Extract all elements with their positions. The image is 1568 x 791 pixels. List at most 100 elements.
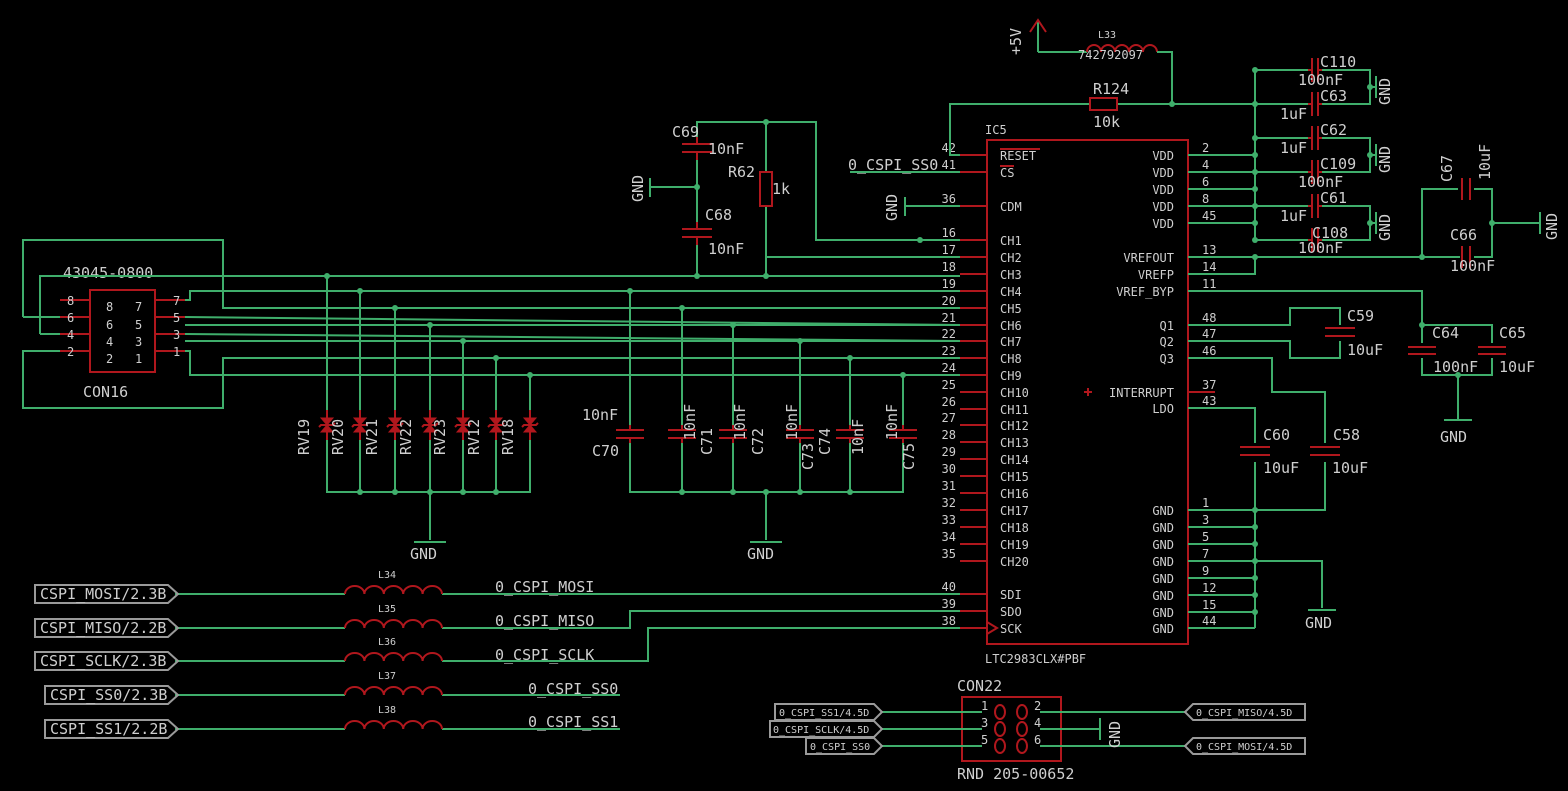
c75-ref: C75 <box>900 443 918 470</box>
c72-ref: C72 <box>749 428 767 455</box>
ic-pin-name: VDD <box>1152 217 1174 231</box>
port-ss0[interactable]: CSPI_SS0/2.3B <box>44 685 180 705</box>
q-wires <box>1188 307 1355 443</box>
rv23-label: RV23 <box>431 419 449 455</box>
port-con-ss0-label: 0_CSPI_SS0 <box>810 742 870 753</box>
net-mosi: 0_CSPI_MOSI <box>495 578 594 596</box>
con16-value: 43045-0800 <box>63 264 153 282</box>
net-miso: 0_CSPI_MISO <box>495 612 594 630</box>
ic-pin-num: 30 <box>942 462 956 476</box>
con16-inner-4: 4 <box>106 335 113 349</box>
gnd-vdd-1: GND <box>1376 78 1394 105</box>
r62-value: 1k <box>772 180 790 198</box>
ic-pin-name: CH9 <box>1000 369 1022 383</box>
c67-ref: C67 <box>1438 155 1456 182</box>
rv12-label: RV12 <box>465 419 483 455</box>
port-miso[interactable]: CSPI_MISO/2.2B <box>34 618 180 638</box>
c72-value: 10nF <box>731 404 749 440</box>
con22-pin-5: 5 <box>981 733 988 747</box>
c64-value: 100nF <box>1433 358 1478 376</box>
ic-pin-num: 22 <box>942 327 956 341</box>
port-mosi-label: CSPI_MOSI/2.3B <box>40 585 166 603</box>
ic-pin-num: 3 <box>1202 513 1209 527</box>
port-con-mosi-label: 0_CSPI_MOSI/4.5D <box>1196 742 1292 753</box>
port-con-miso-label: 0_CSPI_MISO/4.5D <box>1196 708 1292 719</box>
ic-pin-num: 1 <box>1202 496 1209 510</box>
port-con-sclk[interactable]: 0_CSPI_SCLK/4.5D <box>769 720 884 738</box>
ic-pin-name: GND <box>1152 606 1174 620</box>
ic-pin-name: VREFOUT <box>1123 251 1174 265</box>
ic-pin-num: 40 <box>942 580 956 594</box>
connector-con16[interactable]: 43045-0800 CON16 8 7 6 5 4 3 2 1 8 7 6 5… <box>60 264 185 401</box>
ic-pin-num: 26 <box>942 395 956 409</box>
con22-ref: CON22 <box>957 677 1002 695</box>
ldo-gnd-wires <box>1188 407 1340 629</box>
ic-ltc2983[interactable]: IC5 LTC2983CLX#PBF 42RESET41CS36CDM16CH1… <box>942 123 1217 666</box>
ic-pin-num: 13 <box>1202 243 1216 257</box>
ic-pin-num: 7 <box>1202 547 1209 561</box>
c73-value: 10nF <box>783 404 801 440</box>
ic-pin-num: 42 <box>942 141 956 155</box>
ic-pin-name: GND <box>1152 521 1174 535</box>
con16-wires <box>22 239 961 409</box>
c71-value: 10nF <box>681 404 699 440</box>
ic-pin-num: 43 <box>1202 394 1216 408</box>
ic-pin-name: VREFP <box>1138 268 1174 282</box>
c61-value: 1uF <box>1280 207 1307 225</box>
ic-pin-name: Q2 <box>1160 335 1174 349</box>
ic-pin-num: 24 <box>942 361 956 375</box>
ic-pin-name: CH12 <box>1000 419 1029 433</box>
ic-pin-name: GND <box>1152 504 1174 518</box>
c66-value: 100nF <box>1450 257 1495 275</box>
port-con-ss1[interactable]: 0_CSPI_SS1/4.5D <box>774 703 884 721</box>
ic-pin-name: CH5 <box>1000 302 1022 316</box>
port-mosi[interactable]: CSPI_MOSI/2.3B <box>34 584 180 604</box>
ic-pin-num: 27 <box>942 411 956 425</box>
port-con-miso[interactable]: 0_CSPI_MISO/4.5D <box>1183 703 1306 721</box>
ic-pin-num: 33 <box>942 513 956 527</box>
c65-value: 10uF <box>1499 358 1535 376</box>
l34-ref: L34 <box>378 570 396 581</box>
ic-pin-name: CH2 <box>1000 251 1022 265</box>
ic-pin-name: CH8 <box>1000 352 1022 366</box>
spi-wires <box>175 593 960 730</box>
c70-ref: C70 <box>592 442 619 460</box>
ic-pin-num: 9 <box>1202 564 1209 578</box>
con16-inner-3: 3 <box>135 335 142 349</box>
c58-ref: C58 <box>1333 426 1360 444</box>
ic-pin-num: 47 <box>1202 327 1216 341</box>
ic-pin-num: 38 <box>942 614 956 628</box>
port-ss1[interactable]: CSPI_SS1/2.2B <box>44 719 180 739</box>
c71-ref: C71 <box>698 428 716 455</box>
port-con-mosi[interactable]: 0_CSPI_MOSI/4.5D <box>1183 737 1306 755</box>
ic-pin-name: INTERRUPT <box>1109 386 1174 400</box>
ic-pin-num: 18 <box>942 260 956 274</box>
ic-pin-num: 48 <box>1202 311 1216 325</box>
ic-pin-num: 11 <box>1202 277 1216 291</box>
connector-con22[interactable]: CON22 RND 205-00652 1 2 3 4 5 6 <box>957 677 1074 783</box>
ic-pin-num: 21 <box>942 311 956 325</box>
ic-pin-name: Q3 <box>1160 352 1174 366</box>
ic-pin-num: 20 <box>942 294 956 308</box>
ic-pin-name: CH4 <box>1000 285 1022 299</box>
ic-pin-name: CH11 <box>1000 403 1029 417</box>
ic-pin-name: CS <box>1000 166 1014 180</box>
port-con-sclk-label: 0_CSPI_SCLK/4.5D <box>773 725 869 736</box>
c64-ref: C64 <box>1432 324 1459 342</box>
port-sclk[interactable]: CSPI_SCLK/2.3B <box>34 651 180 671</box>
ic-pin-name: SDI <box>1000 588 1022 602</box>
ic-pin-name: CH20 <box>1000 555 1029 569</box>
port-con-ss0[interactable]: 0_CSPI_SS0 <box>805 737 884 755</box>
ic-pin-name: CH1 <box>1000 234 1022 248</box>
ic-pin-num: 6 <box>1202 175 1209 189</box>
plus5v-label: +5V <box>1007 28 1025 55</box>
ic-left-pins: 42RESET41CS36CDM16CH117CH218CH319CH420CH… <box>942 141 1040 636</box>
ic-pin-name: CH10 <box>1000 386 1029 400</box>
port-sclk-label: CSPI_SCLK/2.3B <box>40 652 166 670</box>
c109-ref: C109 <box>1320 155 1356 173</box>
ic-pin-num: 16 <box>942 226 956 240</box>
gnd-ic: GND <box>1305 614 1332 632</box>
con16-body <box>89 289 156 373</box>
c68-ref: C68 <box>705 206 732 224</box>
c60-ref: C60 <box>1263 426 1290 444</box>
